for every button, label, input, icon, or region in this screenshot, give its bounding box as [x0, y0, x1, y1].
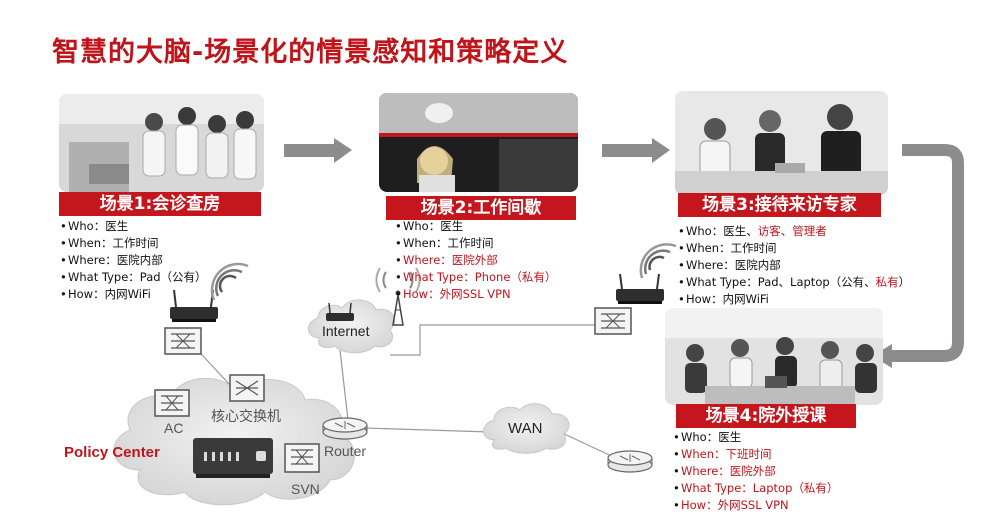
wifi-access-point-2	[616, 243, 677, 304]
scenario-3-who-prefix: Who：医生、	[686, 224, 758, 238]
scenario-1-where: Where：医院内部	[60, 252, 207, 269]
scenario-3-type-prefix: What Type：Pad、Laptop（公有、	[686, 275, 876, 289]
flow-arrow-1-2	[284, 138, 352, 163]
scenario-1-when: When：工作时间	[60, 235, 207, 252]
gateway-box-2	[594, 307, 632, 335]
scenario-4-banner: 场景4:院外授课	[676, 404, 856, 428]
scenario-3-who: Who：医生、访客、管理者	[678, 223, 910, 240]
scenario-4-when: When：下班时间	[673, 446, 838, 463]
scenario-1-banner: 场景1:会诊查房	[59, 192, 261, 216]
scenario-3-where: Where：医院内部	[678, 257, 910, 274]
gateway-box-1	[164, 327, 202, 355]
scenario-2-photo	[379, 93, 578, 192]
scenario-1-how: How：内网WiFi	[60, 286, 207, 303]
router-label: Router	[324, 443, 367, 459]
flow-arrow-2-3	[602, 138, 670, 163]
core-switch-label: 核心交换机	[211, 408, 281, 424]
scenario-1-details: Who：医生 When：工作时间 Where：医院内部 What Type：Pa…	[60, 218, 207, 303]
wifi-access-point-1	[170, 262, 249, 322]
wan-cloud	[483, 403, 570, 454]
internet-label: Internet	[322, 323, 370, 339]
router-icon	[322, 417, 368, 440]
scenario-1-who: Who：医生	[60, 218, 207, 235]
scenario-4-who: Who：医生	[673, 429, 838, 446]
scenario-4-how: How：外网SSL VPN	[673, 497, 838, 514]
internet-ap-icon	[326, 302, 354, 321]
scenario-3-when: When：工作时间	[678, 240, 910, 257]
scenario-3-how: How：内网WiFi	[678, 291, 910, 308]
svn-label: SVN	[291, 481, 320, 497]
scenario-3-details: Who：医生、访客、管理者 When：工作时间 Where：医院内部 What …	[678, 223, 910, 308]
scenario-2-banner: 场景2:工作间歇	[386, 196, 576, 220]
scenario-3-type-suffix: ）	[898, 275, 911, 289]
ac-label: AC	[164, 420, 184, 436]
scenario-3-what-type: What Type：Pad、Laptop（公有、私有）	[678, 274, 910, 291]
scenario-2-who: Who：医生	[395, 218, 556, 235]
core-switch-icon	[229, 374, 265, 402]
scenario-2-what-type: What Type：Phone（私有）	[395, 269, 556, 286]
scenario-2-where: Where：医院外部	[395, 252, 556, 269]
scenario-1-what-type: What Type：Pad（公有）	[60, 269, 207, 286]
policy-center-server-icon	[193, 438, 273, 478]
scenario-1-photo	[59, 94, 264, 192]
scenario-3-type-highlight: 私有	[875, 275, 899, 289]
page-title: 智慧的大脑-场景化的情景感知和策略定义	[52, 37, 569, 68]
scenario-2-details: Who：医生 When：工作时间 Where：医院外部 What Type：Ph…	[395, 218, 556, 303]
remote-router-icon	[607, 450, 653, 473]
scenario-3-banner: 场景3:接待来访专家	[678, 193, 881, 217]
ac-controller-icon	[154, 389, 190, 417]
scenario-3-who-highlight: 访客、管理者	[757, 224, 827, 238]
scenario-2-when: When：工作时间	[395, 235, 556, 252]
scenario-4-details: Who：医生 When：下班时间 Where：医院外部 What Type：La…	[673, 429, 838, 514]
scenario-4-where: Where：医院外部	[673, 463, 838, 480]
wan-label: WAN	[508, 420, 543, 437]
scenario-3-photo	[675, 91, 888, 195]
scenario-4-what-type: What Type：Laptop（私有）	[673, 480, 838, 497]
policy-center-label: Policy Center	[64, 444, 160, 461]
svn-gateway-icon	[284, 443, 320, 473]
scenario-4-photo	[665, 308, 883, 405]
scenario-2-how: How：外网SSL VPN	[395, 286, 556, 303]
